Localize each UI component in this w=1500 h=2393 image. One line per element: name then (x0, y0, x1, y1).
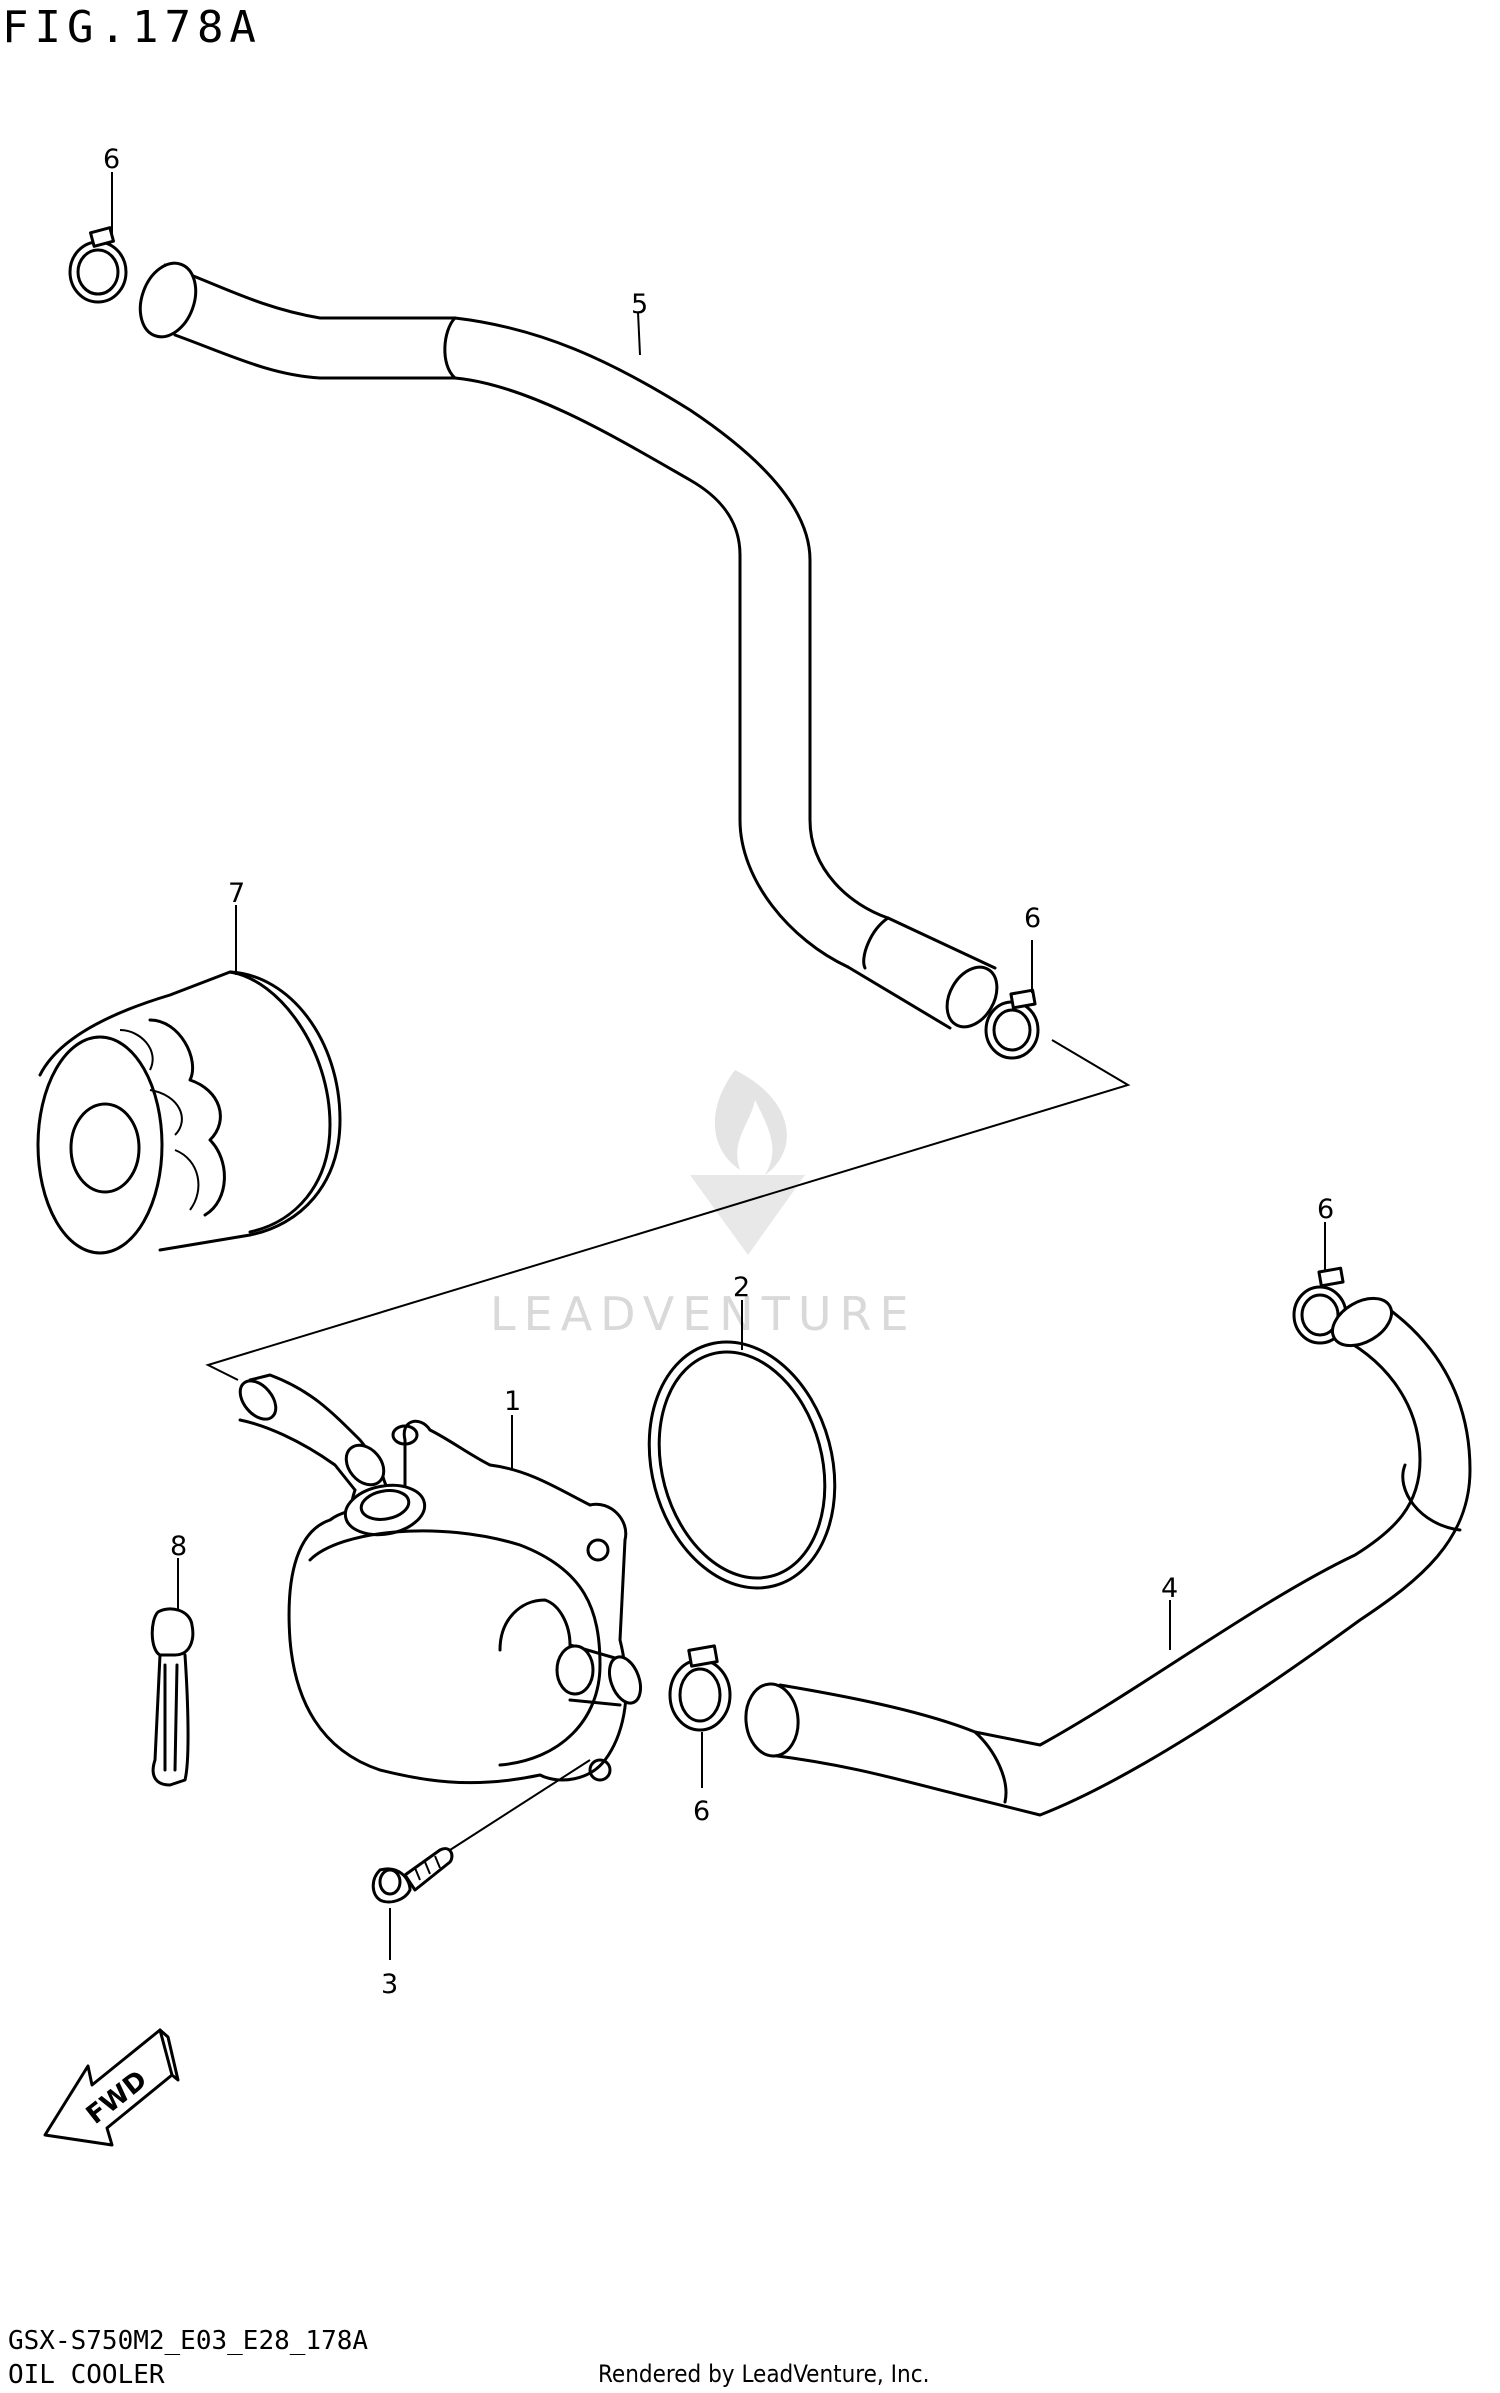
callout-6-right: 6 (1317, 1194, 1334, 1225)
callout-1: 1 (504, 1386, 521, 1417)
callout-4: 4 (1161, 1573, 1178, 1604)
callout-2: 2 (733, 1272, 750, 1303)
fig-title: FIG.178A (2, 2, 262, 53)
o-ring[interactable] (623, 1321, 862, 1609)
cooler-mounting-bolt[interactable] (371, 1847, 454, 1904)
leadventure-watermark: LEADVENTURE (490, 1070, 917, 1341)
hose-clamp-upper-right[interactable] (984, 988, 1040, 1060)
oil-cooler[interactable] (233, 1373, 646, 1785)
forward-direction-arrow: FWD (43, 2028, 180, 2147)
oil-filter[interactable] (36, 970, 342, 1255)
callout-7: 7 (228, 878, 245, 909)
watermark-text: LEADVENTURE (490, 1287, 917, 1341)
hose-band[interactable] (150, 1607, 195, 1787)
callout-5: 5 (631, 289, 648, 320)
connection-leader-upper (205, 1039, 1131, 1381)
hose-clamp-lower[interactable] (668, 1644, 732, 1732)
callout-6-upper-right: 6 (1024, 903, 1041, 934)
callout-6-top-left: 6 (103, 144, 120, 175)
lower-oil-hose[interactable] (743, 1289, 1472, 1817)
hose-clamp-top-left[interactable] (68, 226, 128, 304)
callout-8: 8 (170, 1531, 187, 1562)
callout-6-lower: 6 (693, 1796, 710, 1827)
render-credit: Rendered by LeadVenture, Inc. (598, 2360, 930, 2388)
section-name: OIL COOLER (8, 2360, 165, 2390)
drawing-code: GSX-S750M2_E03_E28_178A (8, 2326, 369, 2356)
connection-leader-bolt (449, 1759, 591, 1851)
callout-3: 3 (381, 1969, 398, 2000)
upper-oil-hose[interactable] (131, 255, 1007, 1035)
